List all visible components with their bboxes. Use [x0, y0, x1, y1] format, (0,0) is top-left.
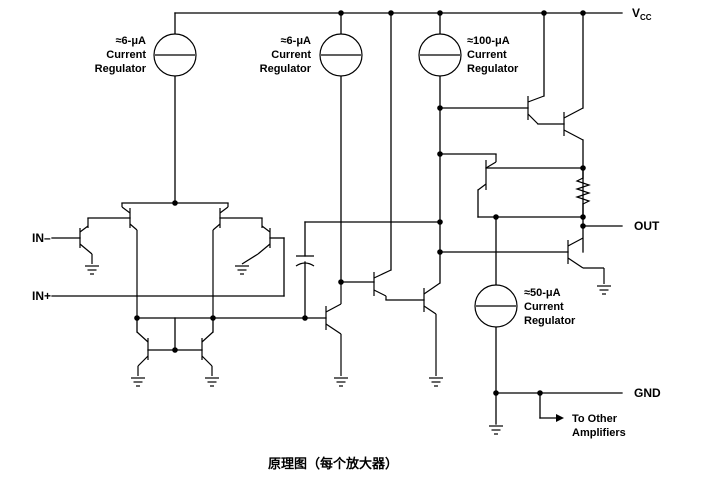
gnd-pin-label: GND — [634, 386, 661, 400]
gain-stage — [304, 269, 444, 387]
other-amplifiers-label-2: Amplifiers — [572, 427, 626, 439]
current-regulator-2 — [319, 33, 363, 283]
regulator-2-label-2: Regulator — [260, 63, 312, 75]
regulator-3-label-2: Regulator — [467, 63, 519, 75]
in-plus-pin-label: IN+ — [32, 289, 51, 303]
current-regulator-3 — [418, 33, 462, 284]
regulator-4-label-2: Regulator — [524, 315, 576, 327]
vcc-pin-label: VCC — [632, 6, 652, 22]
regulator-3-value: ≈100-μA — [467, 35, 510, 47]
compensation-capacitor — [295, 219, 443, 319]
regulator-3-label-1: Current — [467, 49, 507, 61]
regulator-2-value: ≈6-μA — [281, 35, 312, 47]
current-mirror — [130, 315, 308, 387]
regulator-1-label-2: Regulator — [95, 63, 147, 75]
out-pin-label: OUT — [634, 219, 660, 233]
diagram-caption: 原理图（每个放大器） — [268, 456, 398, 471]
in-minus-pin-label: IN– — [32, 231, 51, 245]
current-regulator-1 — [153, 33, 197, 204]
regulator-4-label-1: Current — [524, 301, 564, 313]
regulator-1-label-1: Current — [106, 49, 146, 61]
input-stage — [51, 200, 285, 318]
vcc-rail — [174, 10, 623, 271]
current-regulator-4 — [474, 216, 518, 394]
gnd-rail — [488, 390, 623, 435]
regulator-1-value: ≈6-μA — [116, 35, 147, 47]
output-stage — [437, 95, 623, 295]
other-amplifiers-label-1: To Other — [572, 413, 618, 425]
regulator-4-value: ≈50-μA — [524, 287, 561, 299]
regulator-2-label-1: Current — [271, 49, 311, 61]
